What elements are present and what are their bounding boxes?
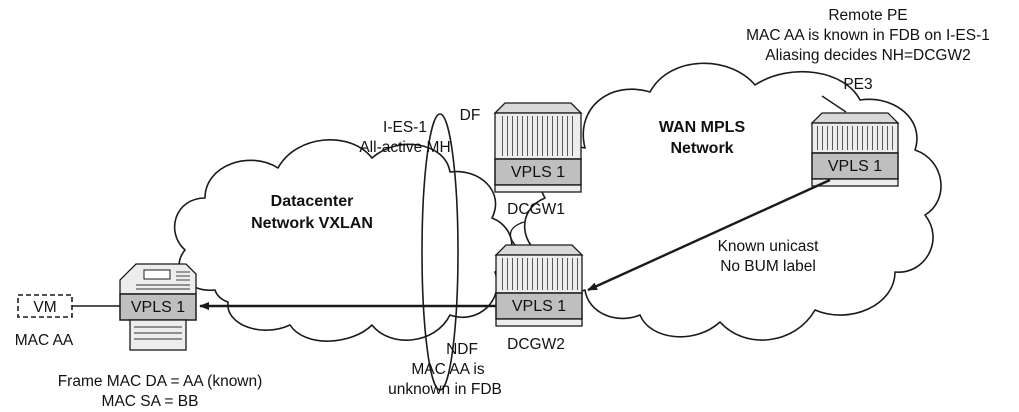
frame-da-label: Frame MAC DA = AA (known) [58,373,263,390]
multihoming-ellipse [421,113,459,391]
dcgw2-router[interactable]: VPLS 1 [494,244,584,327]
known-unicast-label-line1: Known unicast [718,238,820,255]
vpls-label: VPLS 1 [511,164,565,181]
wan-cloud-label-line1: WAN MPLS [659,119,746,136]
dc-cloud-label-line2: Network VXLAN [251,215,373,232]
server-panel [143,269,171,280]
remote-pe-fdb-label: MAC AA is known in FDB on I-ES-1 [746,27,990,44]
vm-label: VM [33,299,56,316]
router-top [493,102,583,114]
vpls-label: VPLS 1 [512,298,566,315]
vpls-label: VPLS 1 [131,299,185,316]
router-ridges [500,258,578,290]
pe3-callout-line [821,95,847,113]
router-ridges [816,126,894,150]
datacenter-server[interactable]: VPLS 1 [119,263,197,351]
server-lower [129,319,187,351]
ndf-mac-label: MAC AA is [411,361,484,378]
vpls-box [495,292,583,320]
known-unicast-arrow [587,178,831,292]
router-top [494,244,584,256]
dcgw1-router[interactable]: VPLS 1 [493,102,583,193]
datacenter-cloud [173,139,513,342]
ies-label-line2: All-active MH [359,139,450,156]
router-base [495,318,583,327]
pe3-label: PE3 [843,76,872,93]
dcgw2-label: DCGW2 [507,336,565,353]
df-label: DF [460,107,481,124]
frame-sa-label: MAC SA = BB [102,393,199,410]
router-ridges [499,116,577,156]
ndf-label: NDF [446,341,478,358]
ndf-fdb-label: unknown in FDB [388,381,502,398]
pe3-router[interactable]: VPLS 1 [810,112,900,187]
dcgw1-label: DCGW1 [507,201,565,218]
wan-mpls-cloud [523,62,942,341]
known-unicast-label-line2: No BUM label [720,258,816,275]
remote-pe-label: Remote PE [828,7,907,24]
remote-pe-aliasing-label: Aliasing decides NH=DCGW2 [765,47,970,64]
wan-cloud-label-line2: Network [670,140,733,157]
vpls-label: VPLS 1 [828,158,882,175]
router-base [811,178,899,187]
vm-mac-label: MAC AA [15,332,74,349]
ies-label-line1: I-ES-1 [383,119,427,136]
vm-box[interactable] [17,294,73,318]
router-base [494,184,582,193]
dc-cloud-label-line1: Datacenter [271,193,354,210]
router-top [810,112,900,124]
